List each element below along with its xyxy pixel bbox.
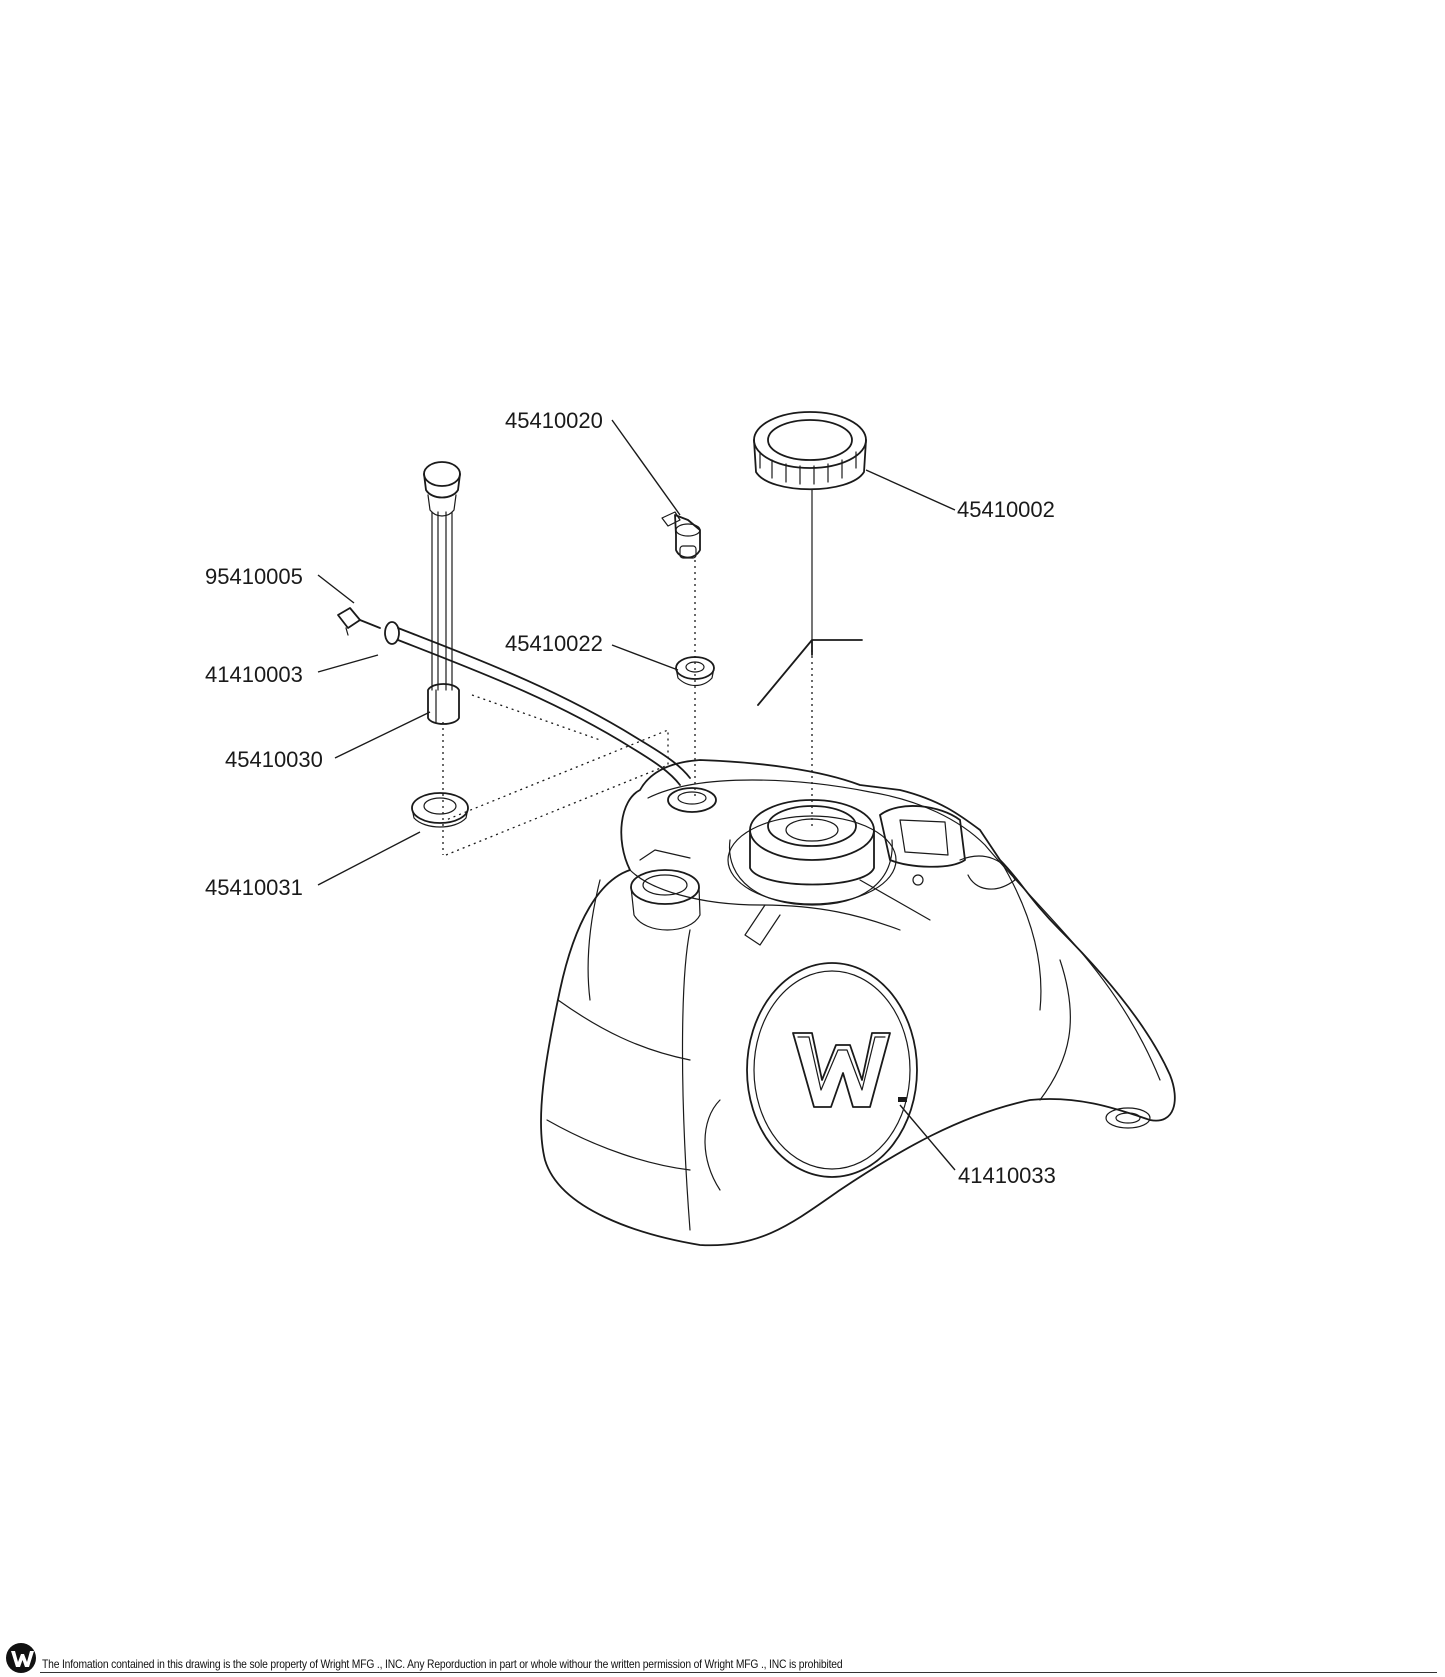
tank-emblem [746, 962, 918, 1178]
fuel-line-drawing [337, 607, 691, 786]
footer: The Infomation contained in this drawing… [0, 1637, 1445, 1677]
part-label-45410002: 45410002 [957, 497, 1055, 522]
wright-w-logo-icon [6, 1643, 36, 1673]
part-label-45410022: 45410022 [505, 631, 603, 656]
fuel-sender-drawing [423, 461, 461, 725]
part-labels: 45410020 45410002 95410005 45410022 4141… [205, 408, 1056, 1188]
part-label-45410030: 45410030 [225, 747, 323, 772]
vent-valve-drawing [661, 511, 701, 559]
assembly-guide-lines [442, 560, 813, 856]
fuel-tank-drawing [540, 759, 1176, 1247]
part-label-41410033: 41410033 [958, 1163, 1056, 1188]
grommet-large-drawing [411, 792, 469, 828]
part-label-45410031: 45410031 [205, 875, 303, 900]
leader-lines [317, 419, 956, 1171]
fuel-cap-drawing [753, 411, 867, 706]
part-label-45410020: 45410020 [505, 408, 603, 433]
footer-rule [40, 1672, 1437, 1673]
copyright-notice: The Infomation contained in this drawing… [42, 1657, 843, 1671]
part-label-95410005: 95410005 [205, 564, 303, 589]
part-label-41410003: 41410003 [205, 662, 303, 687]
